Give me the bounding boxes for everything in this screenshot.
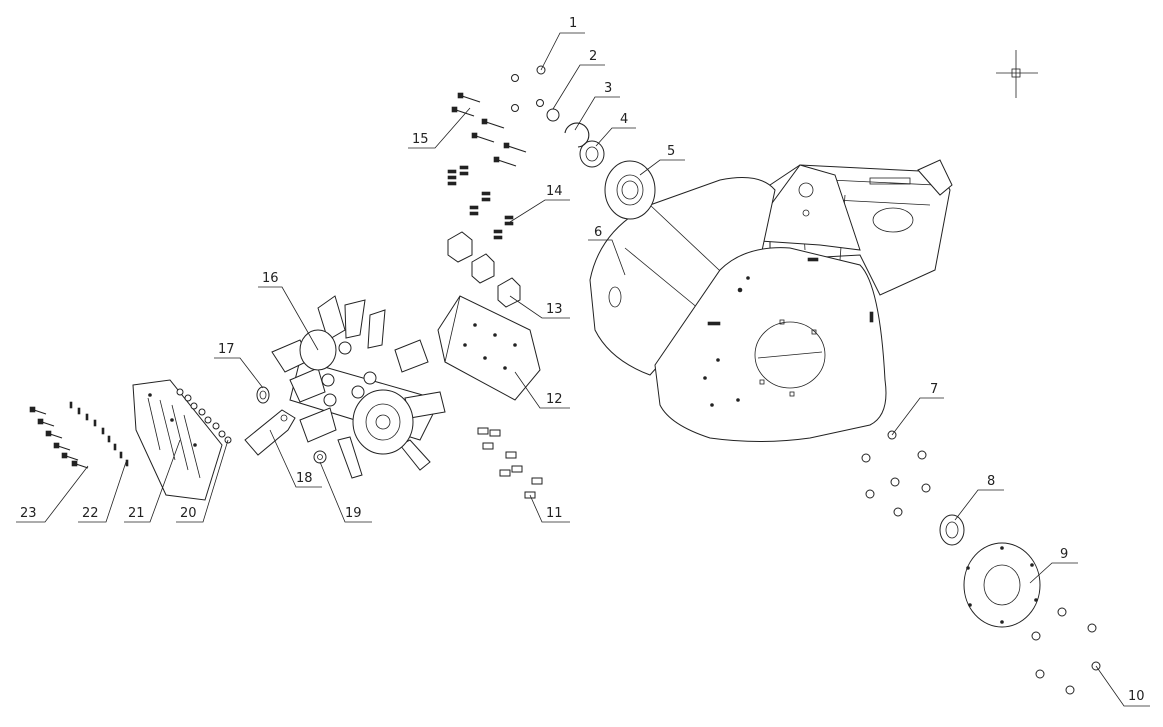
cover-plate (437, 295, 541, 401)
callouts: 1 2 3 4 5 6 7 8 9 10 11 12 13 (16, 16, 1150, 707)
nut-group-10 (1031, 607, 1101, 695)
nut-group-20 (176, 388, 232, 444)
callout-label-18: 18 (296, 471, 313, 486)
bearing-flange (604, 160, 656, 220)
callout-label-5: 5 (667, 144, 675, 159)
main-housing (589, 159, 953, 442)
callout-label-21: 21 (128, 506, 145, 521)
callout-label-7: 7 (930, 382, 938, 397)
callout-label-12: 12 (546, 392, 563, 407)
bolt-group-15 (451, 92, 527, 167)
callout-label-11: 11 (546, 506, 563, 521)
callout-label-22: 22 (82, 506, 99, 521)
ring (546, 108, 560, 122)
washer-group-14 (447, 165, 514, 240)
callout-label-6: 6 (594, 225, 602, 240)
callout-label-2: 2 (589, 49, 597, 64)
callout-label-23: 23 (20, 506, 37, 521)
callout-label-3: 3 (604, 81, 612, 96)
nut-group-top (511, 65, 546, 112)
callout-label-10: 10 (1128, 689, 1145, 704)
callout-label-9: 9 (1060, 547, 1068, 562)
nut-19 (313, 450, 327, 464)
callout-label-8: 8 (987, 474, 995, 489)
flange-lower (963, 542, 1041, 628)
callout-label-13: 13 (546, 302, 563, 317)
bracket-group-13 (447, 231, 521, 308)
rotor-blade-assembly (271, 295, 446, 479)
blade-single (244, 409, 296, 456)
bearing-upper (579, 140, 605, 168)
callout-label-16: 16 (262, 271, 279, 286)
crosshair-mark (996, 50, 1038, 98)
callout-label-19: 19 (345, 506, 362, 521)
callout-label-4: 4 (620, 112, 628, 127)
callout-label-17: 17 (218, 342, 235, 357)
callout-label-20: 20 (180, 506, 197, 521)
bushing (256, 386, 270, 404)
callout-label-1: 1 (569, 16, 577, 31)
circlip-upper (564, 122, 590, 148)
nut-group-11 (477, 427, 543, 499)
nut-group-7 (861, 430, 931, 517)
bolt-group-23 (29, 406, 89, 469)
callout-label-14: 14 (546, 184, 563, 199)
washer-group-22 (69, 401, 129, 467)
bearing-lower (939, 514, 965, 546)
shield-plate (132, 379, 223, 501)
callout-label-15: 15 (412, 132, 429, 147)
